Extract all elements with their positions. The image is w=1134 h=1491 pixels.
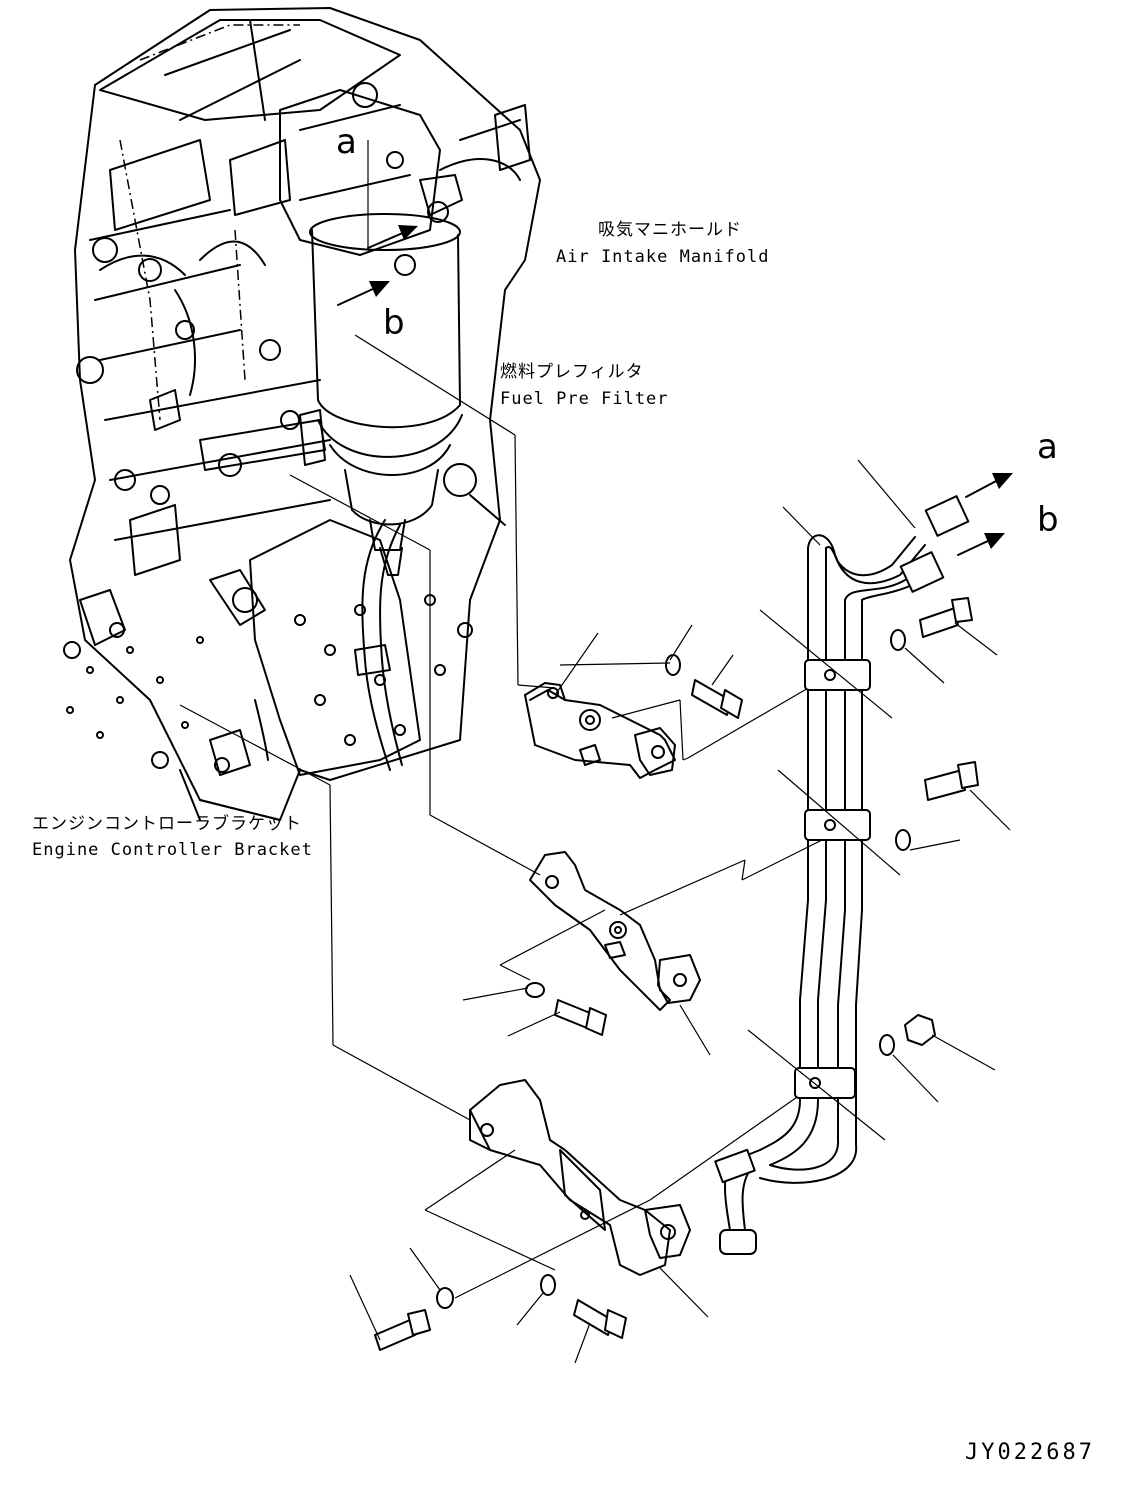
manifold-label-jp: 吸気マニホールド — [598, 220, 742, 240]
callout-lines — [349, 459, 1011, 1364]
lower-bracket — [469, 1079, 691, 1276]
marker-a-pipe: a — [1037, 427, 1058, 467]
manifold-label-en: Air Intake Manifold — [556, 247, 770, 267]
leader-lines — [179, 140, 823, 1299]
bracket-label-en: Engine Controller Bracket — [32, 840, 313, 860]
bracket-label-jp: エンジンコントローラブラケット — [32, 814, 302, 834]
middle-bracket — [529, 851, 701, 1011]
direction-arrows — [337, 225, 1013, 556]
marker-b-pipe: b — [1037, 500, 1059, 540]
marker-b-engine: b — [383, 303, 405, 343]
fuel-pre-filter — [299, 213, 506, 576]
upper-bracket — [524, 682, 676, 779]
prefilter-label-jp: 燃料プレフィルタ — [500, 362, 644, 382]
prefilter-label-en: Fuel Pre Filter — [500, 389, 669, 409]
drawing-code: JY022687 — [965, 1440, 1095, 1465]
marker-a-engine: a — [336, 122, 357, 162]
fuel-pipe-assembly — [714, 495, 970, 1255]
engine-assembly — [63, 7, 541, 821]
